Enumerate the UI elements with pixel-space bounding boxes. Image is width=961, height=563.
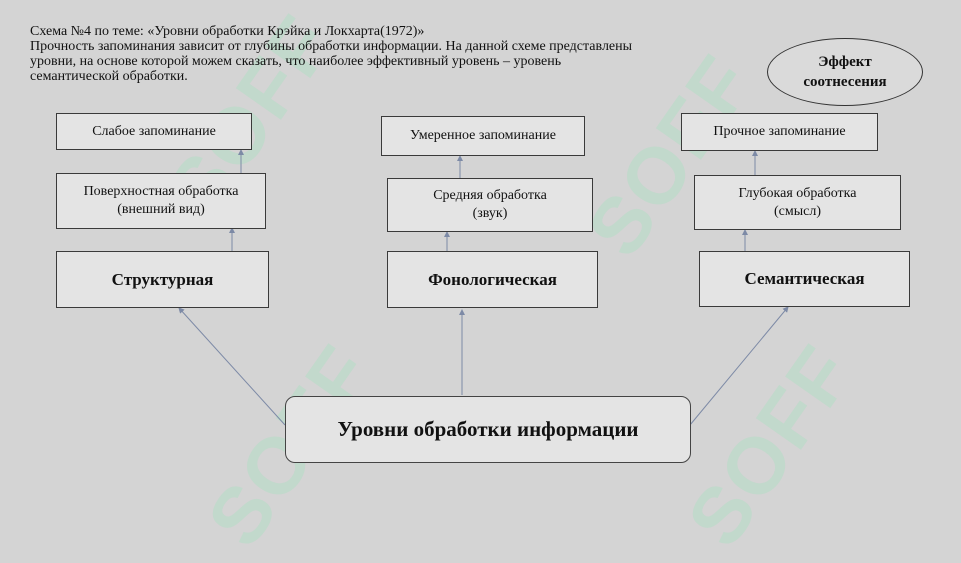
effect-ellipse: Эффект соотнесения: [767, 38, 923, 106]
connector-arrow: [689, 306, 789, 426]
effect-label: Эффект: [818, 54, 872, 70]
connector-arrow: [178, 307, 286, 426]
processing-sublabel: (смысл): [773, 203, 821, 219]
memory-label: Умеренное запоминание: [410, 128, 556, 143]
intro-line: семантической обработки.: [30, 69, 188, 84]
level-label: Семантическая: [744, 269, 865, 288]
intro-line: уровни, на основе которой можем сказать,…: [30, 54, 562, 69]
processing-sublabel: (звук): [472, 206, 508, 221]
memory-box: Слабое запоминание: [56, 113, 252, 150]
intro-line: Прочность запоминания зависит от глубины…: [30, 39, 633, 54]
level-box: Фонологическая: [387, 251, 598, 308]
connector-layer: [178, 149, 789, 426]
processing-box: Поверхностная обработка (внешний вид): [56, 173, 266, 229]
root-box: Уровни обработки информации: [285, 396, 691, 463]
memory-box: Умеренное запоминание: [381, 116, 585, 156]
processing-label: Поверхностная обработка: [83, 184, 239, 199]
memory-box: Прочное запоминание: [681, 113, 878, 151]
level-box: Семантическая: [699, 251, 910, 307]
effect-label: соотнесения: [803, 74, 887, 90]
processing-box: Средняя обработка (звук): [387, 178, 593, 232]
processing-box: Глубокая обработка (смысл): [694, 175, 901, 230]
intro-text: Схема №4 по теме: «Уровни обработки Крэй…: [30, 24, 730, 84]
processing-label: Глубокая обработка: [738, 185, 857, 201]
memory-label: Прочное запоминание: [713, 124, 846, 139]
level-label: Фонологическая: [428, 269, 557, 289]
root-label: Уровни обработки информации: [337, 417, 639, 441]
processing-label: Средняя обработка: [433, 188, 547, 203]
memory-label: Слабое запоминание: [92, 123, 216, 139]
level-label: Структурная: [111, 269, 214, 289]
level-box: Структурная: [56, 251, 269, 308]
processing-sublabel: (внешний вид): [117, 202, 205, 217]
intro-title: Схема №4 по теме: «Уровни обработки Крэй…: [30, 24, 425, 39]
